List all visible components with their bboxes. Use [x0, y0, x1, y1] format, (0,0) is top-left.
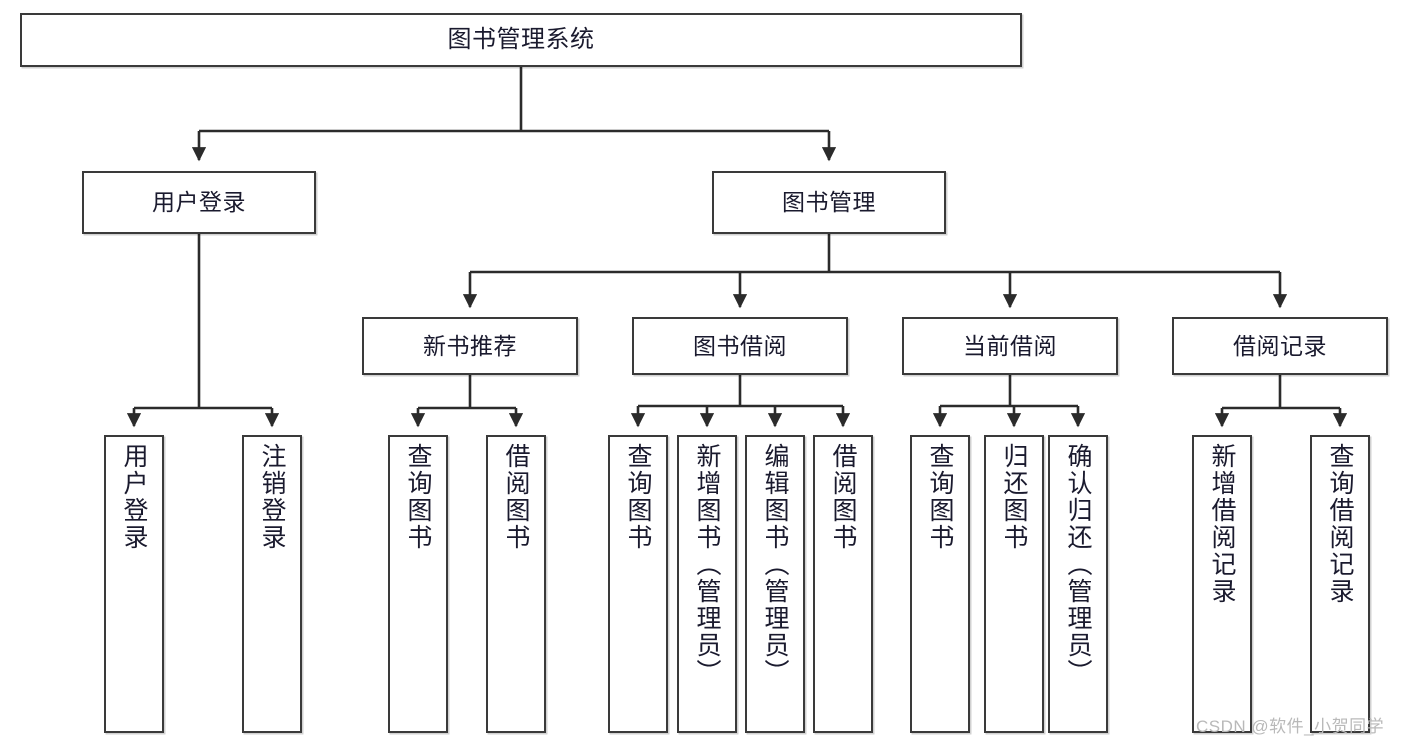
node-label: 查询图书	[926, 443, 954, 551]
leaf-edit-book-admin[interactable]: 编辑图书（管理员）	[745, 435, 805, 733]
node-label: 注销登录	[258, 443, 286, 551]
leaf-user-logout[interactable]: 注销登录	[242, 435, 302, 733]
node-label: 查询图书	[624, 443, 652, 551]
node-label: 借阅图书	[829, 443, 857, 551]
leaf-user-login[interactable]: 用户登录	[104, 435, 164, 733]
node-book-borrow[interactable]: 图书借阅	[632, 317, 848, 375]
node-label: 归还图书	[1000, 443, 1028, 551]
leaf-confirm-return-admin[interactable]: 确认归还（管理员）	[1048, 435, 1108, 733]
node-label: 新增图书（管理员）	[693, 443, 721, 686]
node-new-book-recommend[interactable]: 新书推荐	[362, 317, 578, 375]
node-label: 图书管理系统	[447, 26, 595, 54]
leaf-query-book-recommend[interactable]: 查询图书	[388, 435, 448, 733]
node-borrow-record[interactable]: 借阅记录	[1172, 317, 1388, 375]
node-label: 确认归还（管理员）	[1064, 443, 1092, 686]
node-label: 用户登录	[120, 443, 148, 551]
leaf-add-book-admin[interactable]: 新增图书（管理员）	[677, 435, 737, 733]
leaf-query-book-current[interactable]: 查询图书	[910, 435, 970, 733]
node-user-login[interactable]: 用户登录	[82, 171, 316, 234]
leaf-query-book-borrow[interactable]: 查询图书	[608, 435, 668, 733]
leaf-borrow-book[interactable]: 借阅图书	[813, 435, 873, 733]
node-label: 新增借阅记录	[1208, 443, 1236, 605]
leaf-return-book[interactable]: 归还图书	[984, 435, 1044, 733]
node-book-management[interactable]: 图书管理	[712, 171, 946, 234]
node-label: 图书管理	[782, 189, 876, 216]
node-root-system[interactable]: 图书管理系统	[20, 13, 1022, 67]
leaf-borrow-book-recommend[interactable]: 借阅图书	[486, 435, 546, 733]
node-label: 借阅记录	[1233, 332, 1327, 359]
node-label: 借阅图书	[502, 443, 530, 551]
node-label: 用户登录	[152, 189, 246, 216]
node-label: 新书推荐	[423, 332, 517, 359]
node-label: 图书借阅	[693, 332, 787, 359]
leaf-query-borrow-record[interactable]: 查询借阅记录	[1310, 435, 1370, 733]
node-label: 查询图书	[404, 443, 432, 551]
node-label: 编辑图书（管理员）	[761, 443, 789, 686]
leaf-add-borrow-record[interactable]: 新增借阅记录	[1192, 435, 1252, 733]
node-label: 查询借阅记录	[1326, 443, 1354, 605]
node-label: 当前借阅	[963, 332, 1057, 359]
node-current-borrow[interactable]: 当前借阅	[902, 317, 1118, 375]
watermark: CSDN @软件_小贺同学	[1196, 717, 1385, 736]
